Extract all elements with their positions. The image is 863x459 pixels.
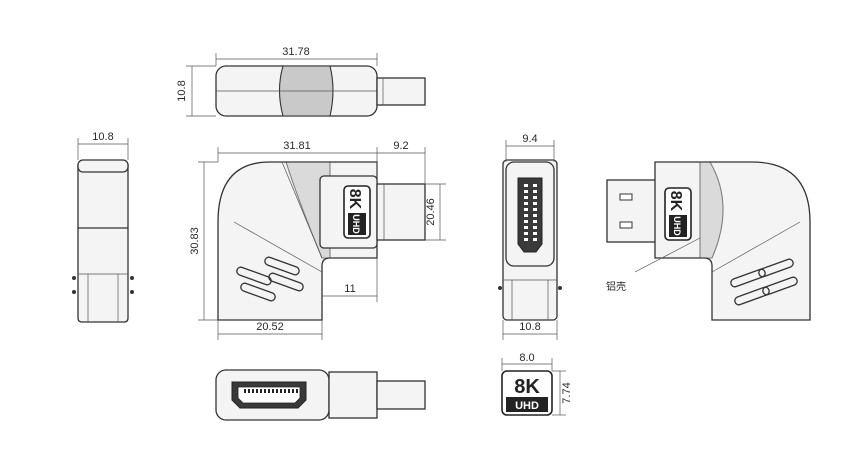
vent-slot [264,256,300,276]
vent-slot [758,258,794,278]
leader-line [634,237,701,273]
connector-pin [524,214,528,217]
dim-step-width: 11 [344,283,355,295]
connector-pin [533,214,537,217]
dim-end-body-width: 10.8 [519,321,540,333]
dim-plug-length: 9.2 [393,140,408,152]
connector-pin [533,226,537,229]
connector-pin [533,232,537,235]
dim-end-width: 9.4 [522,133,537,145]
connector-pin [296,389,298,393]
front-view-plug [376,183,426,241]
dim-top-length: 31.78 [282,46,310,58]
svg-text:UHD: UHD [351,214,361,234]
right-view: 8K UHD 铝壳 [606,161,811,321]
connector-pin [524,226,528,229]
connector-pin [533,208,537,211]
connector-pin [533,238,537,241]
top-view-plug [376,77,426,106]
connector-pin [533,184,537,187]
svg-text:UHD: UHD [672,216,682,236]
connector-pin [524,238,528,241]
vent-slot [762,276,798,296]
dim-overall-height: 30.83 [189,227,201,255]
connector-pin [276,389,278,393]
connector-pin [252,389,254,393]
front-view-logo: 8K UHD [343,185,371,239]
connector-pin [280,389,282,393]
dim-top-height: 10.8 [176,80,188,101]
right-view-plug [606,179,660,243]
connector-pin [524,208,528,211]
dim-logo-height: 7.74 [561,382,573,403]
left-side-view: 10.8 [72,131,134,323]
connector-pin [260,389,262,393]
connector-pin [284,389,286,393]
connector-pin [533,190,537,193]
dim-bottom-width: 20.52 [256,321,284,333]
right-view-body [654,161,811,321]
connector-pin [288,389,290,393]
connector-pin [524,202,528,205]
connector-pin [292,389,294,393]
right-view-logo: 8K UHD [664,187,692,241]
dim-left-width: 10.8 [92,131,113,143]
front-view: 8K UHD 31.81 9.2 30.83 20.46 11 20.52 [189,140,446,340]
connector-pin [272,389,274,393]
connector-pin [524,196,528,199]
connector-pin [524,184,528,187]
connector-pin [533,196,537,199]
svg-text:8K: 8K [667,191,684,212]
connector-pin [533,202,537,205]
dim-front-width: 31.81 [283,140,311,152]
vent-slot [236,266,272,286]
logo-8k-text: 8K [514,376,540,398]
connector-pin [256,389,258,393]
connector-pin [264,389,266,393]
bottom-view [215,369,426,421]
connector-pin [268,389,270,393]
vent-slot [240,282,276,302]
end-view: 9.4 10.8 [498,133,562,340]
vent-slot [730,268,766,288]
connector-pin [524,190,528,193]
hdmi-socket-icon [517,177,543,253]
logo-detail: 8K UHD 8.0 7.74 [501,352,573,416]
connector-pin [244,389,246,393]
vent-slot [734,286,770,306]
svg-text:8K: 8K [346,189,363,210]
connector-pin [524,232,528,235]
connector-pin [533,220,537,223]
bottom-view-plug [376,380,426,410]
connector-pin [248,389,250,393]
top-view: 31.78 10.8 [176,46,426,117]
material-note: 铝壳 [606,280,626,293]
dim-logo-width: 8.0 [519,352,534,364]
left-view-body [77,164,129,323]
logo-uhd-text: UHD [515,400,539,412]
dim-plug-height: 20.46 [425,198,437,226]
vent-slot [268,272,304,292]
connector-pin [524,220,528,223]
